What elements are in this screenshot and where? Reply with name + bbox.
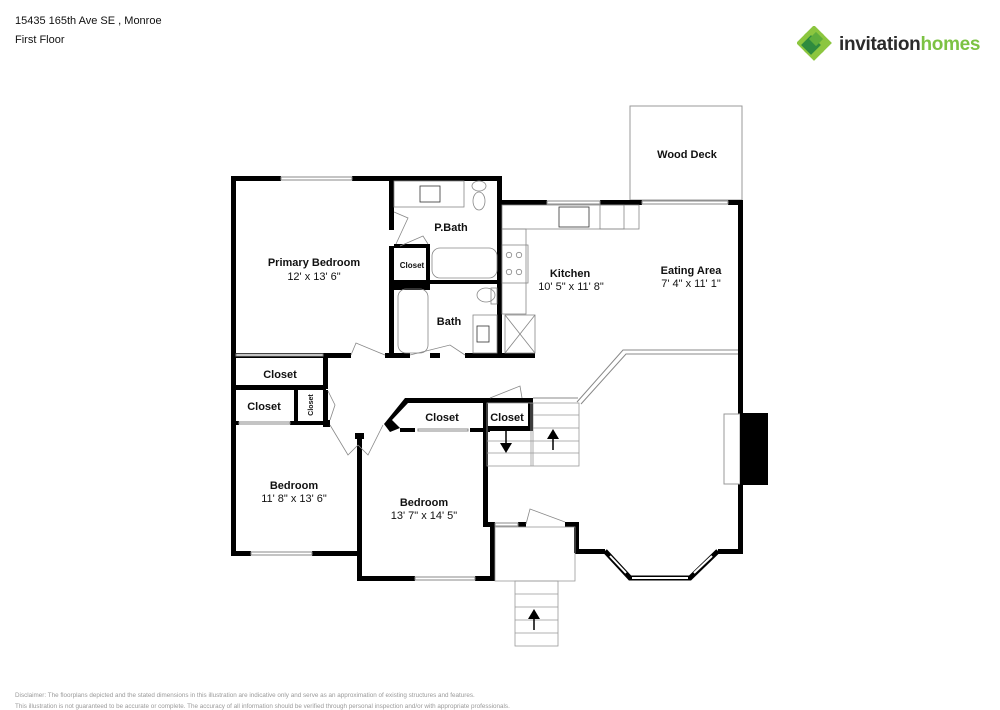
- partition-lines: [533, 349, 738, 405]
- logo-text-homes: homes: [920, 33, 981, 55]
- closet-sliding-doors: [235, 353, 469, 432]
- bath-fixtures: [393, 180, 498, 354]
- room-label-eating-area: Eating Area: [661, 265, 723, 277]
- stairs-up-arrow-icon: [547, 429, 559, 450]
- room-dimensions-bedroom-3: 13' 7" x 14' 5": [391, 510, 458, 522]
- kitchen-fixtures: [501, 204, 640, 354]
- room-label-p-bath: P.Bath: [434, 222, 468, 234]
- room-dimensions-primary-bedroom: 12' x 13' 6": [287, 271, 340, 283]
- bay-window: [603, 549, 720, 581]
- exterior-walls: [231, 176, 743, 581]
- interior-walls: [231, 176, 535, 439]
- room-label-wood-deck: Wood Deck: [657, 149, 718, 161]
- room-label-bedroom-3-closet: Closet: [425, 412, 459, 424]
- room-label-hall-closet-1: Closet: [263, 369, 297, 381]
- room-label-kitchen: Kitchen: [550, 268, 591, 280]
- stairs-down-arrow-icon: [500, 431, 512, 453]
- doors: [327, 211, 566, 525]
- entry-landing: [494, 526, 576, 582]
- room-label-stair-closet: Closet: [490, 412, 524, 424]
- invitation-homes-logo: invitationhomes: [797, 26, 981, 62]
- entry-steps-up-arrow-icon: [528, 609, 540, 630]
- floor-label: First Floor: [15, 34, 65, 46]
- room-dimensions-bedroom-2: 11' 8" x 13' 6": [261, 493, 327, 505]
- fireplace: [723, 413, 768, 485]
- room-dimensions-kitchen: 10' 5" x 11' 8": [538, 281, 604, 293]
- room-label-bath: Bath: [437, 316, 462, 328]
- disclaimer-line-1: Disclaimer: The floorplans depicted and …: [15, 692, 475, 699]
- room-label-primary-bedroom: Primary Bedroom: [268, 257, 361, 269]
- property-address: 15435 165th Ave SE , Monroe: [15, 15, 162, 27]
- logo-mark-icon: [797, 26, 832, 61]
- interior-stairs: [486, 402, 580, 467]
- room-label-primary-closet: Closet: [400, 261, 425, 270]
- room-dimensions-eating-area: 7' 4" x 11' 1": [661, 278, 721, 290]
- logo-text-invitation: invitation: [839, 33, 921, 55]
- windows: [250, 176, 729, 581]
- exterior-steps: [514, 580, 559, 647]
- room-label-bedroom-3: Bedroom: [400, 497, 449, 509]
- room-label-hall-closet-3: Closet: [308, 394, 315, 416]
- room-label-bedroom-2: Bedroom: [270, 480, 319, 492]
- room-label-hall-closet-2: Closet: [247, 401, 281, 413]
- wood-deck: [629, 105, 743, 201]
